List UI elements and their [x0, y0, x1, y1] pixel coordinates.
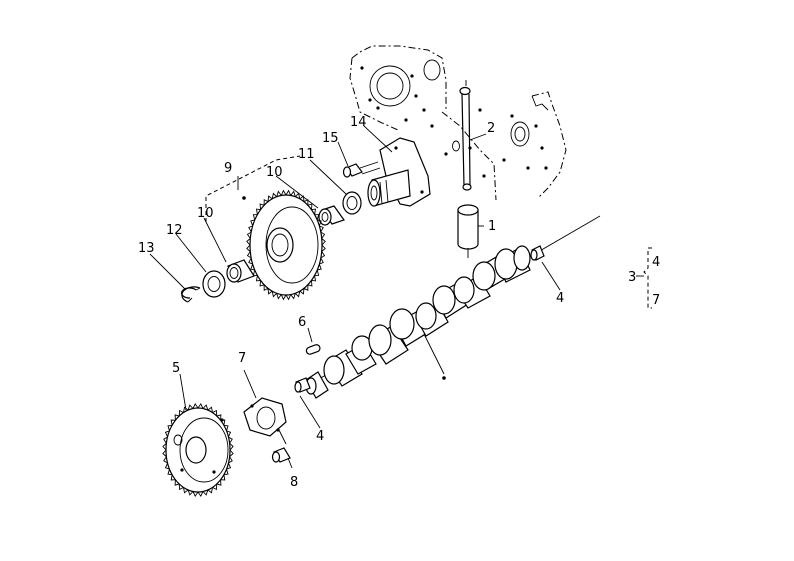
circlip-13 [181, 286, 201, 303]
label-part-4-right: 4 [556, 291, 564, 306]
label-part-4-group: 4 [652, 255, 660, 270]
thrust-washer-11 [342, 191, 362, 215]
plug-4-right [530, 245, 545, 261]
camshaft-gear-large [242, 189, 326, 301]
label-part-10-lower: 10 [197, 206, 214, 221]
label-part-9: 9 [224, 161, 232, 176]
label-part-7-group: 7 [652, 293, 660, 308]
label-part-7: 7 [238, 351, 246, 366]
bolt-8 [271, 447, 291, 463]
part-labels: 1 2 14 15 11 9 10 10 12 13 4 6 7 5 4 8 3… [138, 115, 660, 490]
label-part-13: 13 [138, 241, 155, 256]
bolt-15 [342, 161, 381, 178]
engine-block-outline [349, 45, 567, 201]
group-3-bracket [636, 247, 652, 309]
label-part-4-lower: 4 [316, 429, 324, 444]
camshaft [299, 215, 601, 399]
key-6 [305, 344, 321, 355]
label-part-8: 8 [290, 475, 298, 490]
label-part-15: 15 [322, 131, 339, 146]
label-part-14: 14 [350, 115, 367, 130]
thrust-plate [243, 397, 287, 437]
label-part-3: 3 [628, 270, 636, 285]
plug-4-left [294, 377, 311, 393]
label-part-10-upper: 10 [266, 165, 283, 180]
label-part-11: 11 [298, 147, 315, 162]
label-part-12: 12 [166, 223, 183, 238]
label-part-2: 2 [487, 121, 495, 136]
washer-12 [202, 270, 226, 298]
label-part-6: 6 [298, 315, 306, 330]
camshaft-bearing-housing [367, 137, 431, 207]
assembly-9-bracket [205, 155, 301, 222]
push-rod [459, 80, 472, 191]
leader-lines [149, 125, 561, 469]
label-part-1: 1 [488, 219, 496, 234]
camshaft-gear-small [162, 403, 234, 497]
bush-10-upper [318, 205, 345, 226]
tappet [457, 204, 479, 258]
label-part-5: 5 [172, 361, 180, 376]
bush-10-lower [226, 259, 255, 283]
